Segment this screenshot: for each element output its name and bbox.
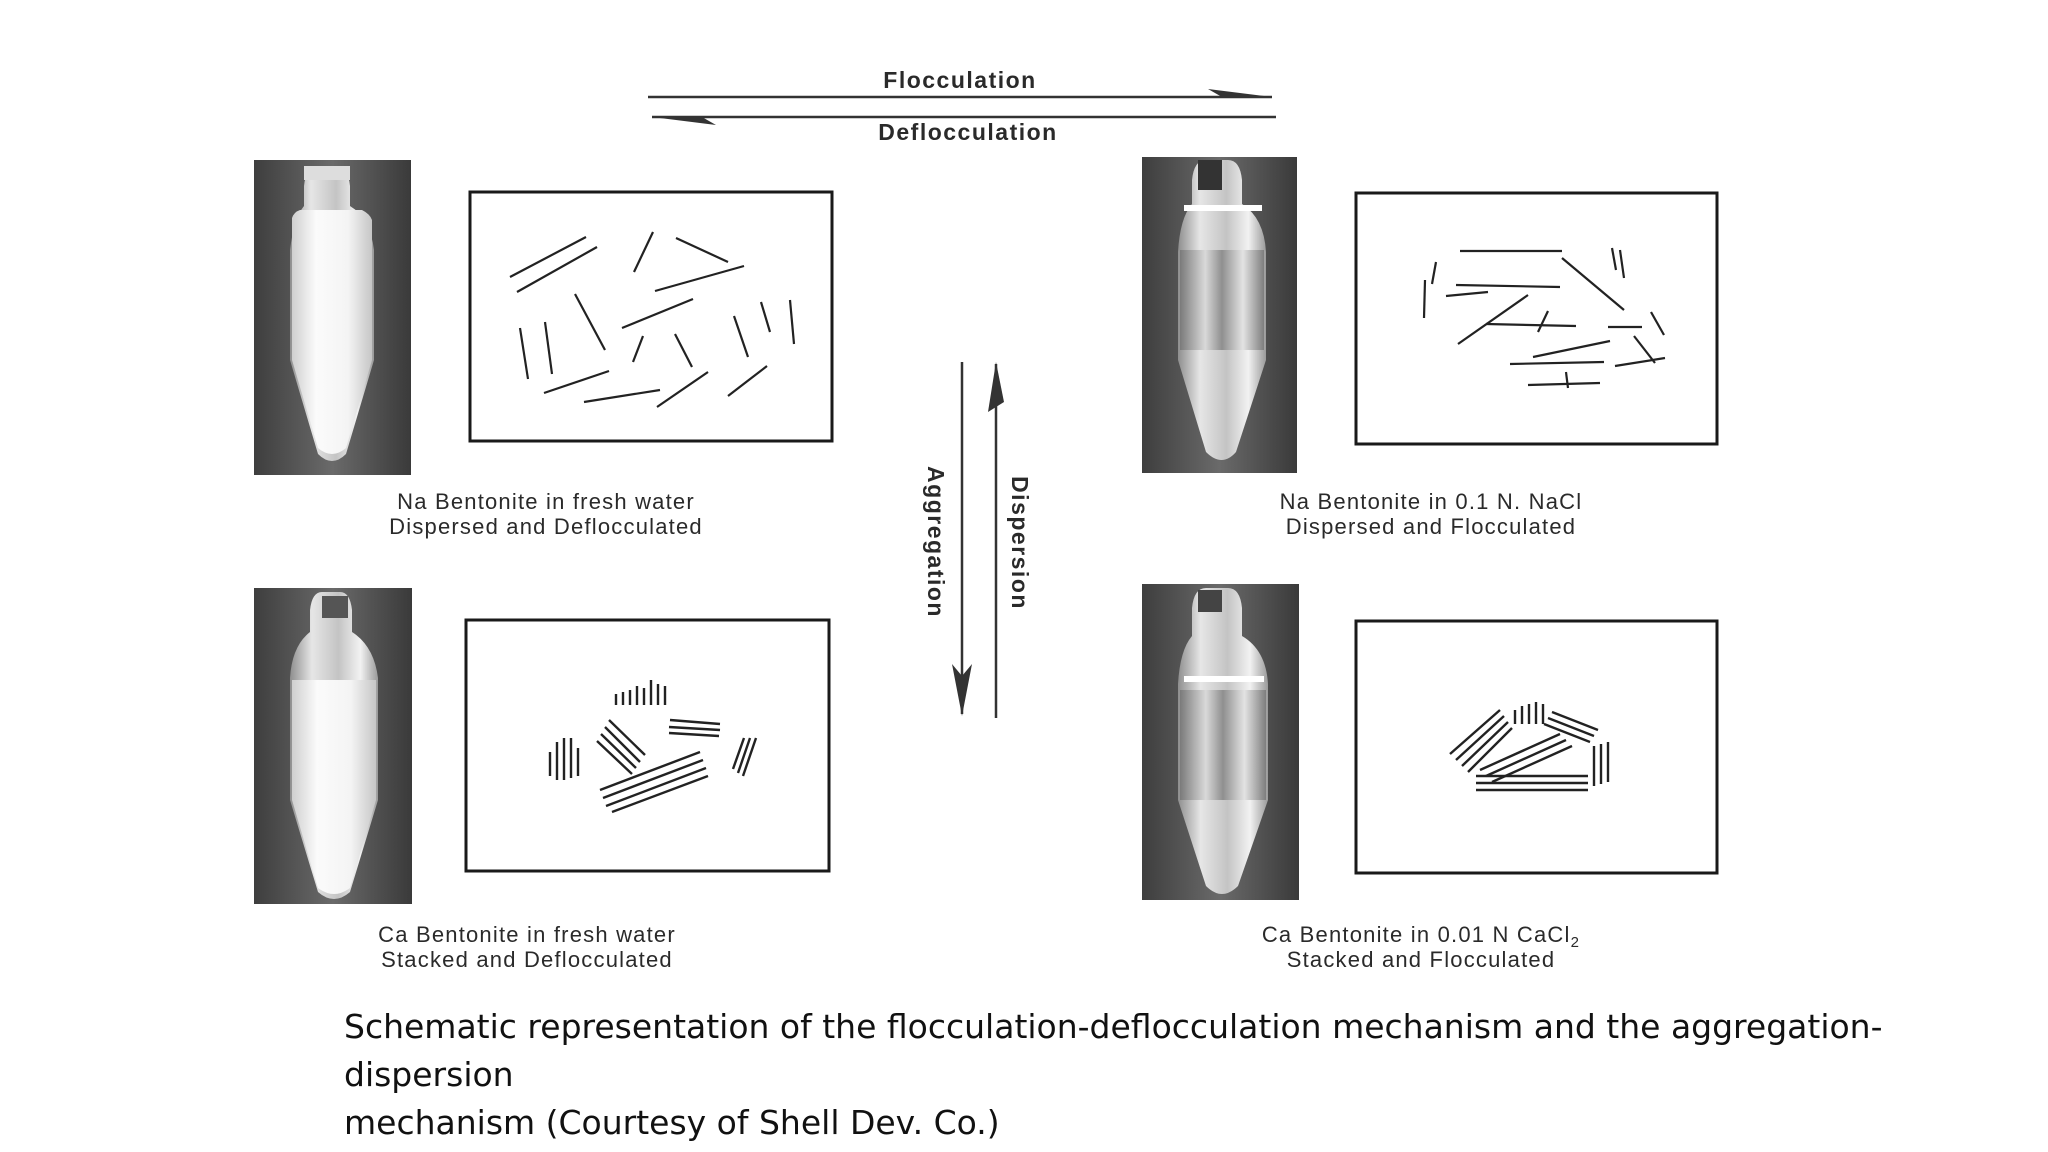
panel-subtitle: Stacked and Deflocculated (381, 947, 673, 972)
stack-center (596, 719, 646, 775)
stacked-platelets (548, 680, 758, 814)
panel-title-subscript: 2 (1571, 934, 1581, 951)
test-tube-photo (1142, 157, 1297, 473)
schematic-box (1354, 619, 1719, 875)
test-tube-photo (1142, 584, 1299, 900)
panel-title-main: Ca Bentonite in 0.01 N CaCl (1262, 922, 1571, 947)
caption-line-2: mechanism (Courtesy of Shell Dev. Co.) (344, 1103, 1000, 1142)
stack-top (614, 680, 667, 705)
flocculation-label: Flocculation (883, 67, 1036, 93)
floc-bottom-stack (1476, 774, 1588, 792)
test-tube-photo (254, 588, 412, 904)
floc-left-stack (1449, 709, 1513, 773)
figure-caption: Schematic representation of the floccula… (344, 1003, 2034, 1147)
panel-title: Ca Bentonite in 0.01 N CaCl2 (1262, 922, 1580, 951)
panel-title: Ca Bentonite in fresh water (378, 922, 676, 947)
panel-subtitle: Dispersed and Deflocculated (389, 514, 703, 539)
dispersion-label: Dispersion (1007, 476, 1033, 610)
panel-subtitle: Dispersed and Flocculated (1286, 514, 1576, 539)
flocculated-platelets (1422, 247, 1666, 389)
stack-left (548, 738, 580, 780)
aggregation-label: Aggregation (923, 466, 949, 618)
aggregation-arrow: Aggregation (923, 362, 972, 716)
floc-side-stack (1592, 742, 1610, 786)
stack-bottom (599, 750, 709, 814)
schematic-box (1354, 191, 1719, 446)
schematic-box (464, 618, 831, 873)
flocculation-arrow: Flocculation (648, 67, 1272, 99)
dispersed-platelets (509, 231, 796, 408)
stack-far-right (731, 737, 758, 777)
panel-title: Na Bentonite in 0.1 N. NaCl (1280, 489, 1583, 514)
stack-right (668, 718, 721, 738)
deflocculation-label: Deflocculation (878, 119, 1057, 145)
panel-ca-fresh-water: Ca Bentonite in fresh water Stacked and … (254, 588, 831, 972)
panel-na-nacl: Na Bentonite in 0.1 N. NaCl Dispersed an… (1142, 157, 1719, 539)
panel-na-fresh-water: Na Bentonite in fresh water Dispersed an… (254, 160, 834, 539)
panel-subtitle: Stacked and Flocculated (1287, 947, 1556, 972)
dispersion-arrow: Dispersion (988, 362, 1033, 718)
floc-right-stack (1543, 710, 1599, 744)
floc-top-stack (1513, 702, 1545, 724)
test-tube-photo (254, 160, 411, 475)
stacked-flocculated-platelets (1449, 702, 1610, 792)
panel-ca-cacl2: Ca Bentonite in 0.01 N CaCl2 Stacked and… (1142, 584, 1719, 972)
caption-line-1: Schematic representation of the floccula… (344, 1007, 1883, 1094)
panel-title: Na Bentonite in fresh water (397, 489, 695, 514)
deflocculation-arrow: Deflocculation (652, 115, 1276, 145)
